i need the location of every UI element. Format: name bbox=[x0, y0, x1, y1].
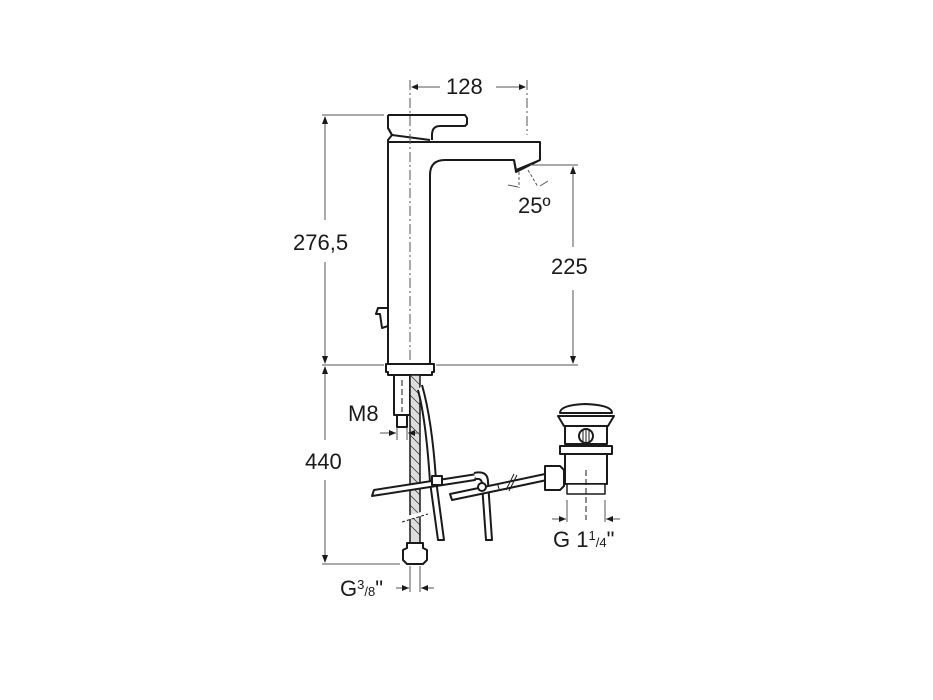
spout-outlet bbox=[513, 159, 541, 173]
pop-up-linkage bbox=[417, 384, 445, 541]
dimension-lines bbox=[322, 80, 620, 592]
fixing-stud bbox=[393, 374, 411, 428]
pop-up-rod bbox=[375, 307, 389, 329]
dim-waste-connection: G 11/4" bbox=[553, 527, 615, 552]
lever-handle bbox=[387, 114, 468, 140]
dim-hose-length: 440 bbox=[305, 449, 342, 474]
dim-spout-height: 225 bbox=[551, 254, 588, 279]
dim-spout-reach: 128 bbox=[446, 74, 483, 99]
dim-hose-connection: G3/8" bbox=[340, 576, 384, 601]
mixer-body bbox=[385, 115, 541, 376]
linkage-rods bbox=[371, 471, 548, 541]
arrowheads bbox=[322, 84, 613, 591]
flexible-hose bbox=[399, 374, 429, 565]
dim-spout-angle: 25º bbox=[518, 193, 551, 218]
dim-total-height: 276,5 bbox=[293, 230, 349, 255]
click-clack-waste bbox=[544, 403, 615, 520]
dim-stud-thread: M8 bbox=[348, 401, 379, 426]
